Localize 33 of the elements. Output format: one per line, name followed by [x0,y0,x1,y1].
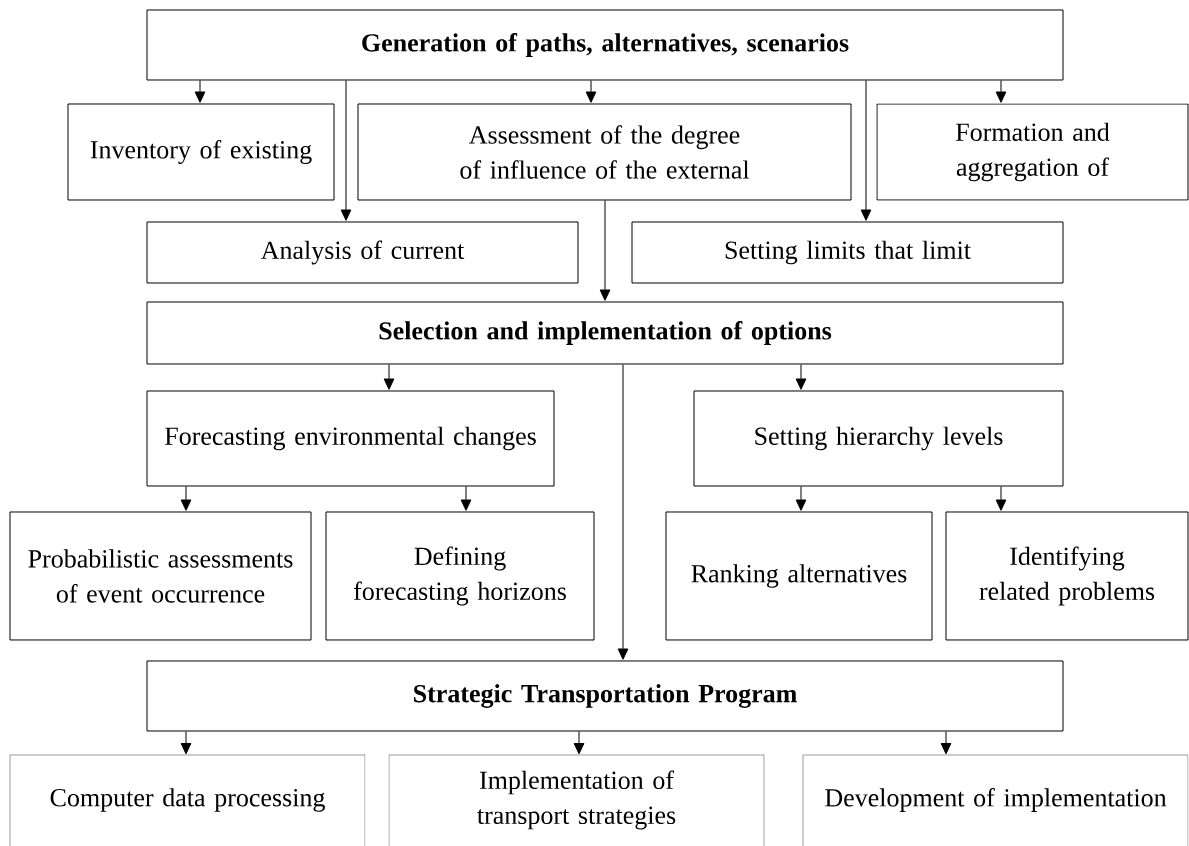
process-box: Inventory of existing [67,103,335,201]
arrow [460,486,472,511]
process-box: Setting limits that limit [631,221,1064,284]
process-box: Formation and aggregation of [876,103,1189,201]
arrow [795,364,807,390]
process-box: Defining forecasting horizons [325,511,595,641]
arrow [585,80,597,103]
arrow [860,80,872,221]
process-box: Computer data processing [9,754,366,846]
process-box: Setting hierarchy levels [693,390,1064,487]
arrow [599,200,611,301]
process-box: Probabilistic assessments of event occurrence [9,511,312,641]
process-box: Ranking alternatives [665,511,933,641]
heading-box: Generation of paths, alternatives, scenarios [146,9,1064,81]
process-box: Analysis of current [146,221,579,284]
arrow [617,364,629,660]
arrow [940,731,952,755]
arrow [180,731,192,755]
process-box: Implementation of transport strategies [388,754,765,846]
process-box: Forecasting environmental changes [146,390,555,487]
arrow [995,486,1007,511]
arrow [340,80,352,221]
heading-box: Selection and implementation of options [146,301,1064,365]
arrow [995,80,1007,103]
arrow [180,486,192,511]
arrow [383,364,395,390]
process-box: Identifying related problems [945,511,1189,641]
arrow [194,80,206,103]
process-box: Assessment of the degree of influence of the external [357,103,852,201]
heading-box: Strategic Transportation Program [146,660,1064,732]
process-box: Development of implementation [802,754,1189,846]
arrow [573,731,585,755]
arrow [795,486,807,511]
